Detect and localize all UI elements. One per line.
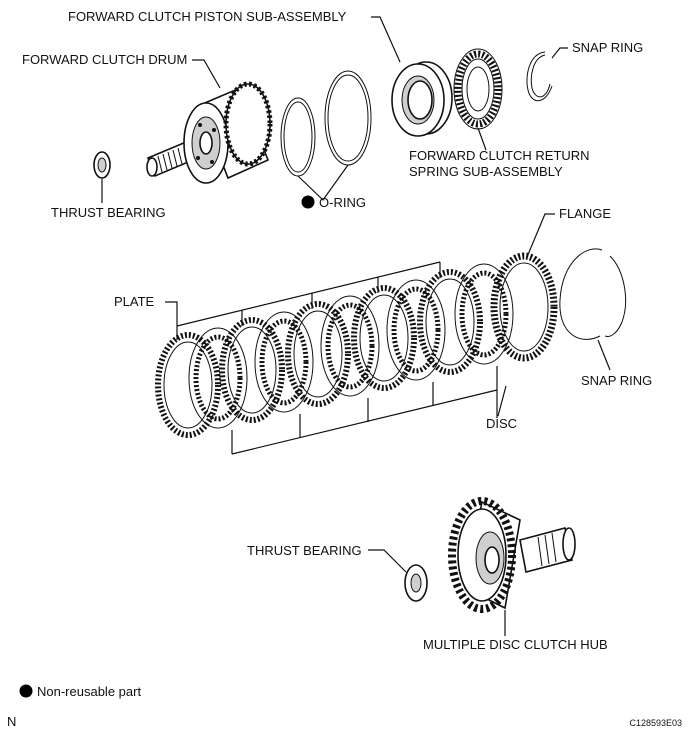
- footer-left-mark: N: [7, 714, 16, 729]
- legend-text: Non-reusable part: [37, 684, 141, 699]
- multiple-disc-clutch-hub: [448, 497, 576, 613]
- legend: Non-reusable part: [19, 684, 141, 699]
- o-rings: [280, 70, 372, 177]
- label-return-spring-line2: SPRING SUB-ASSEMBLY: [409, 164, 563, 179]
- forward-clutch-piston: [391, 61, 453, 137]
- label-thrust-bearing-bottom: THRUST BEARING: [247, 543, 362, 558]
- clutch-plate: [351, 285, 417, 391]
- clutch-pack: [155, 252, 558, 438]
- clutch-plate: [285, 301, 351, 407]
- legend-dot-icon: [19, 684, 33, 698]
- label-return-spring-line1: FORWARD CLUTCH RETURN: [409, 148, 590, 163]
- clutch-plate: [219, 317, 285, 423]
- forward-clutch-drum: [146, 81, 273, 184]
- clutch-plate: [417, 269, 483, 375]
- leader-lines: [101, 16, 611, 636]
- snap-ring-top: [526, 51, 553, 102]
- label-forward-clutch-piston: FORWARD CLUTCH PISTON SUB-ASSEMBLY: [68, 9, 347, 24]
- clutch-disc: [320, 295, 380, 397]
- label-multiple-disc-clutch-hub: MULTIPLE DISC CLUTCH HUB: [423, 637, 608, 652]
- label-plate: PLATE: [114, 294, 155, 309]
- label-forward-clutch-drum: FORWARD CLUTCH DRUM: [22, 52, 187, 67]
- label-flange: FLANGE: [559, 206, 611, 221]
- clutch-disc: [254, 311, 314, 413]
- thrust-bearing-top: [93, 151, 111, 179]
- clutch-disc: [188, 327, 248, 429]
- label-snap-ring-top: SNAP RING: [572, 40, 643, 55]
- snap-ring-mid: [559, 248, 627, 340]
- label-snap-ring-mid: SNAP RING: [581, 373, 652, 388]
- return-spring: [453, 48, 503, 130]
- clutch-disc: [386, 279, 446, 381]
- label-o-ring: O-RING: [319, 195, 366, 210]
- label-thrust-bearing-top: THRUST BEARING: [51, 205, 166, 220]
- thrust-bearing-bottom: [404, 564, 428, 602]
- clutch-plate: [155, 332, 221, 438]
- clutch-disc: [454, 263, 514, 365]
- label-disc: DISC: [486, 416, 517, 431]
- figure-code: C128593E03: [629, 718, 682, 728]
- non-reusable-dot-icon: [301, 195, 315, 209]
- flange: [490, 252, 558, 362]
